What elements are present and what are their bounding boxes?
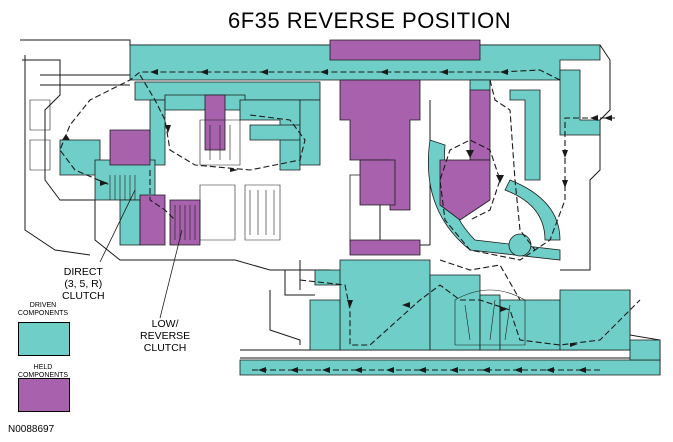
flow-arrowheads <box>62 69 612 373</box>
driven-components-label: DRIVEN COMPONENTS <box>17 302 69 317</box>
figure-id: N0088697 <box>8 424 55 435</box>
direct-clutch-label: DIRECT (3, 5, R) CLUTCH <box>62 266 105 302</box>
callout-leaders <box>99 189 183 319</box>
driven-components-swatch <box>18 322 70 356</box>
held-components-label: HELD COMPONENTS <box>17 364 69 379</box>
page-title: 6F35 REVERSE POSITION <box>228 8 512 33</box>
power-flow-path <box>59 69 641 371</box>
detail-lines <box>29 99 526 346</box>
held-components <box>109 39 491 256</box>
low-reverse-clutch-label: LOW/ REVERSE CLUTCH <box>140 318 191 354</box>
held-components-swatch <box>18 378 70 412</box>
